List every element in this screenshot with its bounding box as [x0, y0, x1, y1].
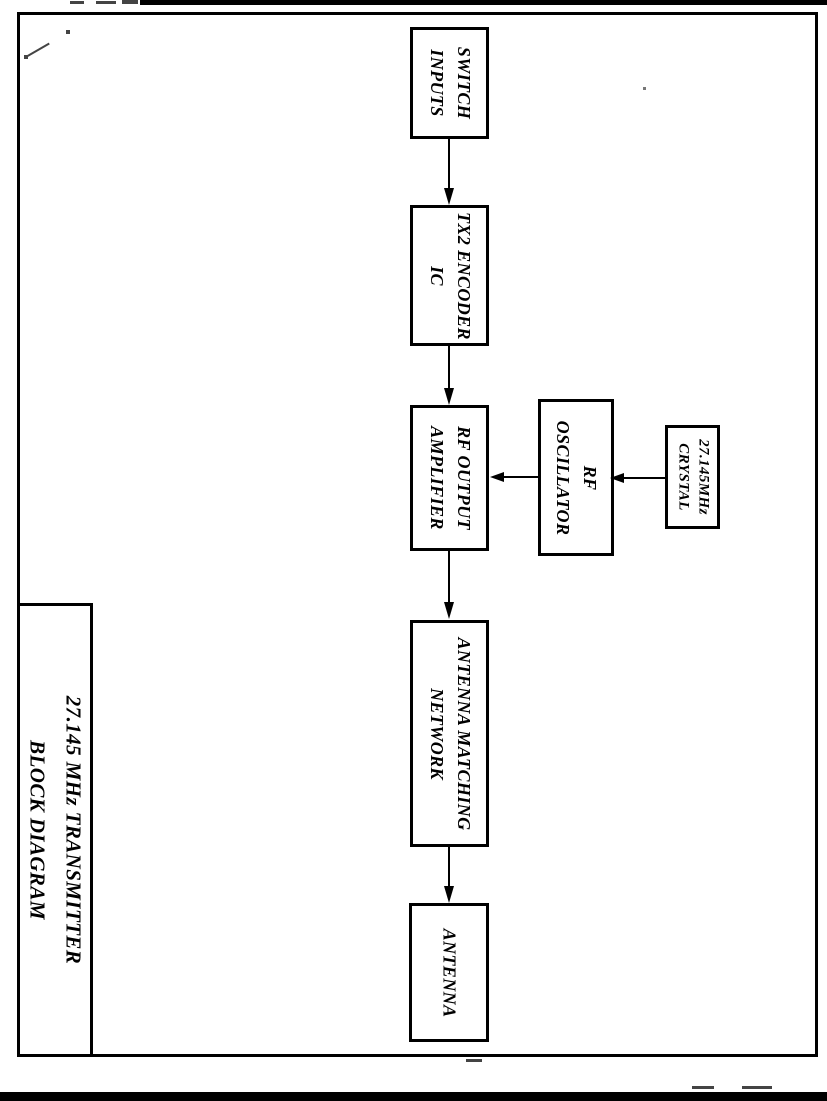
arrow-amplifier-to-matching-head: [444, 602, 454, 619]
arrow-switch-to-encoder-head: [444, 188, 454, 205]
scan-speck: [24, 55, 28, 59]
title-text: 27.145 MHz TRANSMITTER BLOCK DIAGRAM: [19, 696, 90, 964]
arrow-amplifier-to-matching-line: [448, 551, 450, 603]
block-label: 27.145MHz: [694, 439, 711, 515]
block-rf-oscillator: RF OSCILLATOR: [538, 399, 614, 556]
block-switch-inputs: SWITCH INPUTS: [410, 27, 489, 139]
block-label: OSCILLATOR: [553, 420, 573, 535]
block-crystal: 27.145MHz CRYSTAL: [665, 425, 720, 529]
top-scan-band: [140, 0, 827, 5]
scan-speck: [66, 30, 70, 34]
block-label: TX2 ENCODER: [453, 211, 474, 340]
block-label: NETWORK: [426, 687, 447, 780]
drawing-frame: [17, 12, 818, 1057]
arrow-crystal-to-oscillator-head: [610, 473, 624, 483]
block-label: ANTENNA MATCHING: [453, 637, 474, 830]
block-label: ANTENNA: [439, 928, 460, 1017]
block-antenna: ANTENNA: [409, 903, 489, 1042]
scan-speck: [466, 1059, 482, 1062]
scan-speck: [122, 0, 138, 4]
block-rf-output-amplifier: RF OUTPUT AMPLIFIER: [410, 405, 489, 551]
block-label: SWITCH: [453, 46, 474, 120]
scan-speck: [692, 1086, 714, 1089]
block-label: RF OUTPUT: [453, 426, 474, 530]
arrow-switch-to-encoder-line: [448, 139, 450, 189]
arrow-crystal-to-oscillator-line: [623, 477, 665, 479]
title-line-2: BLOCK DIAGRAM: [26, 740, 50, 920]
block-label: CRYSTAL: [674, 443, 691, 511]
block-tx2-encoder: TX2 ENCODER IC: [410, 205, 489, 346]
scan-speck: [70, 1, 84, 4]
arrow-matching-to-antenna-line: [448, 847, 450, 887]
title-line-1: 27.145 MHz TRANSMITTER: [61, 695, 86, 965]
arrow-matching-to-antenna-head: [444, 886, 454, 903]
block-label: IC: [426, 265, 447, 286]
scan-speck: [643, 87, 646, 90]
arrow-encoder-to-amplifier-head: [444, 388, 454, 405]
title-block: 27.145 MHz TRANSMITTER BLOCK DIAGRAM: [17, 603, 93, 1057]
scan-speck: [96, 1, 116, 4]
block-antenna-matching-network: ANTENNA MATCHING NETWORK: [410, 620, 489, 847]
scan-speck: [742, 1086, 772, 1089]
block-label: RF: [580, 465, 600, 490]
arrow-oscillator-to-amplifier-line: [503, 476, 538, 478]
bottom-scan-band: [0, 1092, 827, 1101]
arrow-encoder-to-amplifier-line: [448, 346, 450, 389]
arrow-oscillator-to-amplifier-head: [490, 472, 504, 482]
block-label: AMPLIFIER: [426, 426, 447, 530]
block-label: INPUTS: [426, 49, 447, 117]
